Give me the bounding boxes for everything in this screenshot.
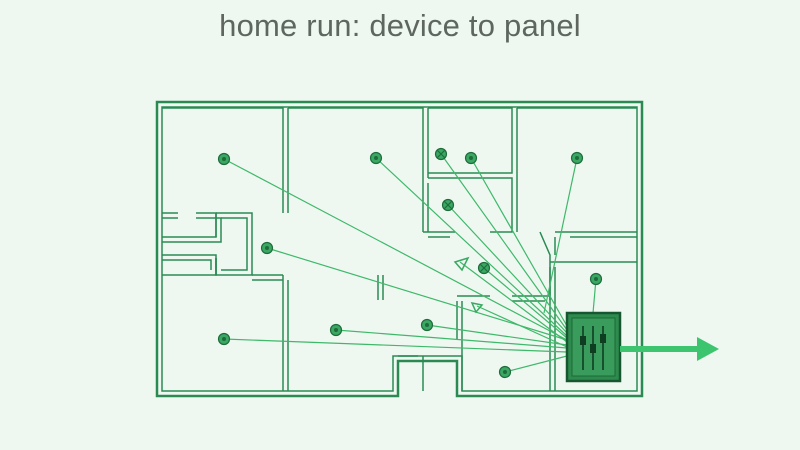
light-fixtures xyxy=(434,147,491,275)
outlet-icon xyxy=(369,151,383,165)
light-fixture-icon xyxy=(477,261,491,275)
switch-markers xyxy=(453,256,484,314)
light-fixture-icon xyxy=(441,198,455,212)
outlet-icon xyxy=(498,365,512,379)
switch-icon xyxy=(470,301,484,314)
switch-icon xyxy=(453,256,470,272)
outlet-icon xyxy=(570,151,584,165)
outlet-icon xyxy=(217,152,231,166)
outlet-icon xyxy=(589,272,603,286)
diagram-title: home run: device to panel xyxy=(219,8,581,43)
outlet-icon xyxy=(420,318,434,332)
interior-walls xyxy=(162,107,637,391)
outlet-icon xyxy=(329,323,343,337)
outlet-devices xyxy=(217,151,603,379)
outlet-icon xyxy=(260,241,274,255)
outlet-icon xyxy=(464,151,478,165)
service-arrow-icon xyxy=(620,337,719,361)
home-run-wires xyxy=(223,153,597,373)
breaker-panel-icon xyxy=(565,311,622,383)
light-fixture-icon xyxy=(434,147,448,161)
outlet-icon xyxy=(217,332,231,346)
